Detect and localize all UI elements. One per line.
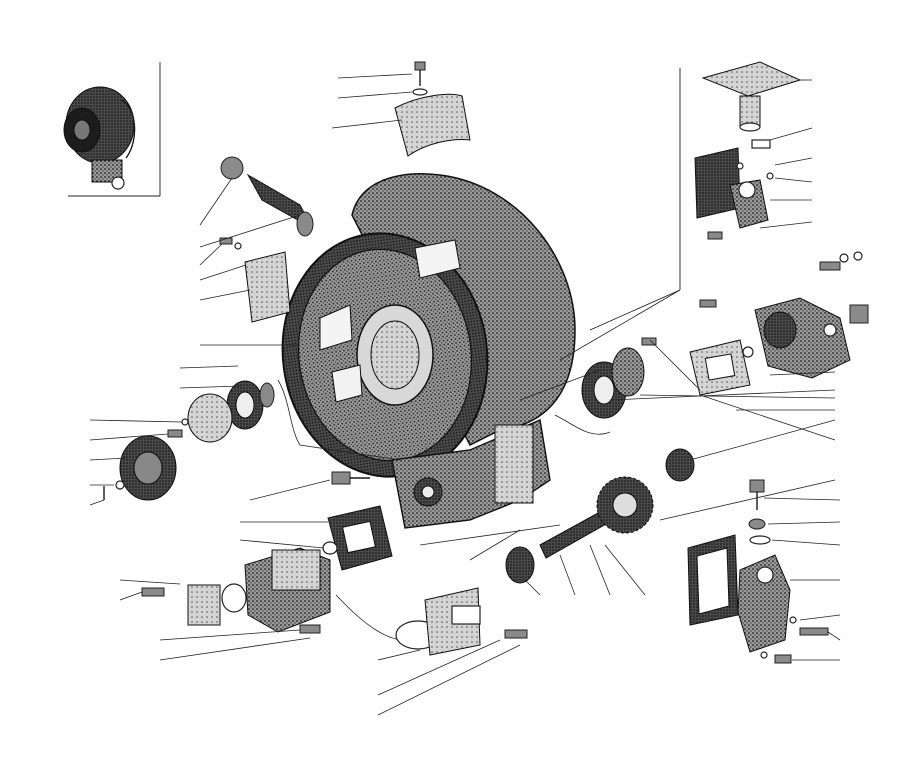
top-cover-plate-group (331, 61, 471, 157)
lower-left-pump-group (119, 471, 431, 661)
right-pump-group (641, 251, 869, 441)
left-seal-cover-group (89, 365, 401, 506)
left-shaft-group (199, 156, 314, 323)
bell-housing (281, 173, 576, 529)
center-leader-lines (200, 289, 836, 546)
lower-right-cover-group (687, 479, 841, 664)
inset-mounting-bracket (589, 61, 813, 331)
gear-shaft-group (469, 347, 836, 596)
bottom-bracket-group (377, 587, 528, 716)
inset-pulley-assembly (63, 62, 161, 197)
